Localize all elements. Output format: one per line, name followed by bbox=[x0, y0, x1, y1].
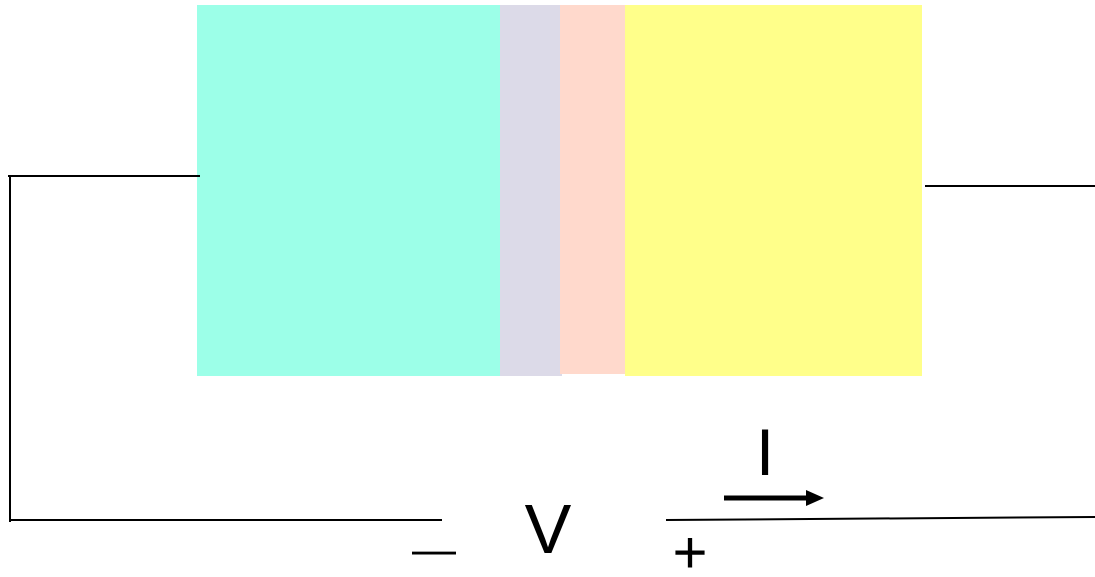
semiconductor-device bbox=[197, 5, 922, 376]
minus-terminal-label: — bbox=[412, 525, 456, 574]
current-label: I bbox=[756, 415, 774, 489]
circuit-wires bbox=[8, 175, 1095, 522]
depletion-left bbox=[500, 5, 562, 376]
right-region bbox=[625, 5, 922, 376]
plus-terminal-label: + bbox=[672, 519, 707, 577]
depletion-right bbox=[560, 5, 627, 374]
voltage-label: V bbox=[525, 490, 572, 568]
current-arrow-head bbox=[806, 490, 824, 506]
left-region bbox=[197, 5, 501, 376]
current-arrow bbox=[724, 490, 824, 506]
wire-bottom-right bbox=[665, 516, 1095, 521]
